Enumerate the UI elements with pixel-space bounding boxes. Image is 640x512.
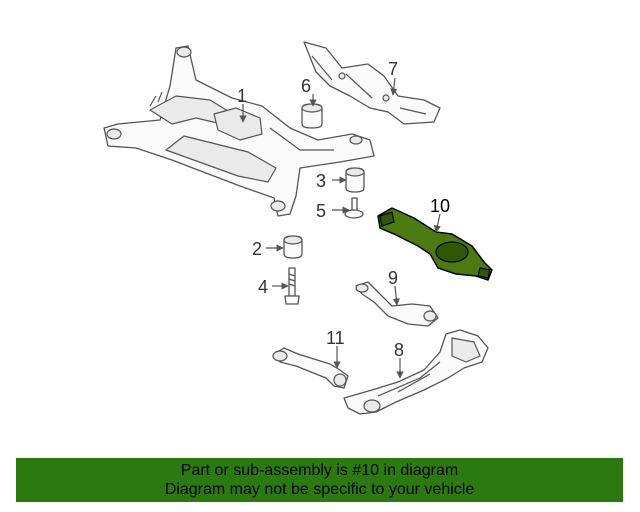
callout-6: 6 [301, 76, 311, 96]
banner-line-2: Diagram may not be specific to your vehi… [164, 481, 475, 498]
callout-10: 10 [430, 196, 450, 216]
bushing-part-3[interactable] [345, 167, 365, 193]
parts-diagram: 1 6 7 3 5 2 4 10 9 11 8 [103, 41, 493, 415]
stud-part-5[interactable] [344, 197, 364, 219]
callout-5: 5 [316, 201, 326, 221]
callout-11: 11 [326, 328, 345, 348]
callout-1: 1 [237, 86, 247, 106]
arm-part-9[interactable] [355, 281, 439, 327]
callout-7: 7 [388, 59, 398, 79]
banner-line-1: Part or sub-assembly is #10 in diagram [180, 462, 459, 479]
callout-2: 2 [252, 239, 262, 259]
callout-8: 8 [394, 340, 404, 360]
callout-9: 9 [388, 268, 398, 288]
control-arm-part-10-highlighted[interactable] [377, 207, 493, 281]
notice-banner: Part or sub-assembly is #10 in diagram D… [16, 458, 623, 502]
bushing-part-2[interactable] [283, 235, 303, 259]
callout-4: 4 [258, 277, 268, 297]
bolt-part-4[interactable] [284, 267, 300, 305]
subframe-part-1[interactable] [103, 45, 375, 217]
trailing-arm-part-8[interactable] [343, 329, 489, 415]
callout-3: 3 [316, 171, 326, 191]
bracket-part-7[interactable] [303, 41, 441, 125]
bushing-part-6[interactable] [301, 103, 323, 129]
link-part-11[interactable] [272, 347, 349, 389]
